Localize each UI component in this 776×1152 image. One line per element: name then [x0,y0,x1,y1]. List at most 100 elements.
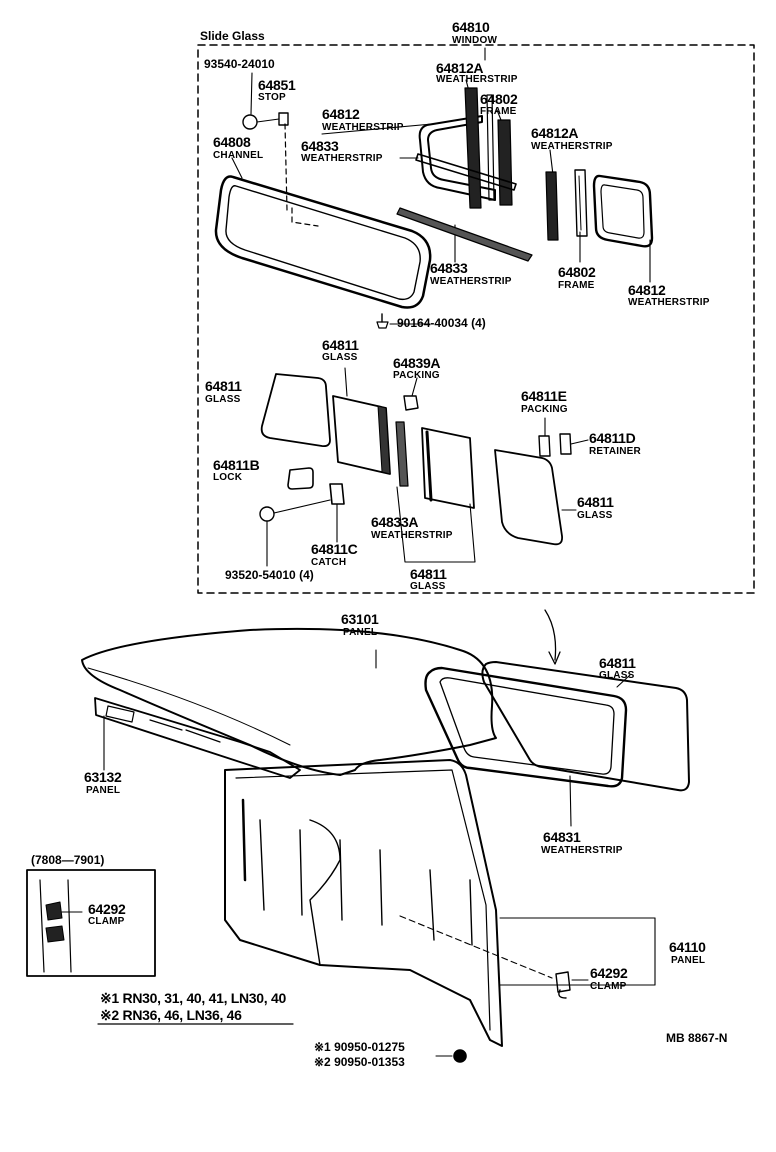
callout-64292-main-name: CLAMP [590,981,627,992]
callout-64811B-part: 64811B [213,457,260,473]
callout-64812A-top-part: 64812A [436,60,484,76]
callout-64833A-part: 64833A [371,514,419,530]
channel-64808 [214,175,432,309]
callout-64810-name: WINDOW [452,35,498,46]
install-arrow [544,609,561,665]
glass-bracket [396,486,476,563]
callout-64292-main-part: 64292 [590,965,628,981]
inset-box [26,869,156,977]
callout-64110-name: PANEL [671,955,706,966]
callout-64811-glass-bottom-name: GLASS [410,581,446,592]
callout-64833-top-part: 64833 [301,138,339,154]
callout-64811-glass-left-part: 64811 [205,378,242,394]
slide-glass-boundary [197,44,755,594]
callout-64811-glass-back-part: 64811 [599,655,636,671]
callout-93540-part: 93540-24010 [204,57,275,71]
inset-range-label: (7808—7901) [31,853,105,867]
note-1: ※1 RN30, 31, 40, 41, LN30, 40 [100,991,286,1005]
catch-64811C [329,483,345,543]
leader-lines-top [231,47,651,325]
packing-64839A [403,377,419,411]
callout-64811-glass-back-name: GLASS [599,670,635,681]
callout-64811E-name: PACKING [521,404,568,415]
callout-64812-top-name: WEATHERSTRIP [322,122,404,133]
grommet-90950 [435,1049,467,1063]
callout-64110-part: 64110 [669,939,706,955]
callout-64811B-name: LOCK [213,472,243,483]
footnote-part-2: ※2 90950-01353 [314,1056,405,1068]
callout-64833-mid-name: WEATHERSTRIP [430,276,512,287]
glass-64811-back [481,661,690,792]
callout-64808-part: 64808 [213,134,251,150]
note-2-text: RN36, 46, LN36, 46 [122,1007,242,1023]
footnote-part-1-number: 90950-01275 [334,1040,405,1054]
retainer-64811D [559,433,589,455]
callout-64811E-part: 64811E [521,388,567,404]
callout-64812-right-name: WEATHERSTRIP [628,297,710,308]
glass-64811-top [332,367,391,475]
screw-93520 [259,499,331,567]
weatherstrip-64812-top [418,115,496,201]
callout-64811C-name: CATCH [311,557,347,568]
screw-93540 [242,72,280,130]
callout-64811-glass-left-name: GLASS [205,394,241,405]
body-panel-64110 [224,759,656,1047]
callout-64833-top-name: WEATHERSTRIP [301,153,383,164]
callout-64292-inset-name: CLAMP [88,916,125,927]
callout-64802-top-name: FRAME [480,106,517,117]
callout-64812A-right-part: 64812A [531,125,579,141]
section-title: Slide Glass [200,29,265,43]
frame-64802-top [497,119,513,206]
weatherstrip-64812A-right [545,171,559,241]
footnote-part-2-number: 90950-01353 [334,1055,405,1069]
footnote-part-1: ※1 90950-01275 [314,1041,405,1053]
glass-64811-left [260,373,331,448]
note-1-mark: ※1 [100,990,119,1006]
callout-64812-top-part: 64812 [322,106,360,122]
callout-64812-right-part: 64812 [628,282,666,298]
diagram-code: MB 8867-N [666,1031,728,1045]
note-1-text: RN30, 31, 40, 41, LN30, 40 [122,990,287,1006]
callout-64802-top-part: 64802 [480,91,518,107]
callout-64292-inset-part: 64292 [88,901,126,917]
callout-63101-name: PANEL [343,627,378,638]
callout-64839A-part: 64839A [393,355,441,371]
weatherstrip-64833A [395,421,409,487]
note-2-mark: ※2 [100,1007,119,1023]
footnote-part-2-mark: ※2 [314,1055,331,1069]
weatherstrip-64833-top [415,153,517,191]
callout-64833-mid-part: 64833 [430,260,468,276]
callout-64811D-name: RETAINER [589,446,641,457]
callout-63132-name: PANEL [86,785,121,796]
callout-64810-part: 64810 [452,19,490,35]
lock-64811B [287,467,314,490]
glass-64811-inner [421,427,475,509]
glass-64811-right [494,449,577,546]
frame-64802-mid [574,169,588,237]
callout-64802-mid-name: FRAME [558,280,595,291]
weatherstrip-64833-mid [396,207,533,262]
callout-64811D-part: 64811D [589,430,636,446]
weatherstrip-64812-right [592,174,654,248]
callout-64851-part: 64851 [258,77,296,93]
callout-64802-mid-part: 64802 [558,264,596,280]
roof-panel-63101 [81,627,497,776]
callout-64811-glass-top-name: GLASS [322,352,358,363]
callout-63132-part: 63132 [84,769,122,785]
front-panel-63132 [94,697,301,779]
stop-64851 [278,112,289,211]
callout-64811-glass-right-part: 64811 [577,494,614,510]
callout-64851-name: STOP [258,92,286,103]
callout-64812A-right-name: WEATHERSTRIP [531,141,613,152]
note-2: ※2 RN36, 46, LN36, 46 [100,1008,242,1022]
callout-90164-part: 90164-40034 (4) [397,316,486,330]
clamp-64292-main [399,915,589,999]
callout-64812A-top-name: WEATHERSTRIP [436,74,518,85]
callout-64808-name: CHANNEL [213,150,264,161]
callout-64811C-part: 64811C [311,541,358,557]
callout-64839A-name: PACKING [393,370,440,381]
bolt-90164 [376,313,389,329]
callout-64831-part: 64831 [543,829,581,845]
